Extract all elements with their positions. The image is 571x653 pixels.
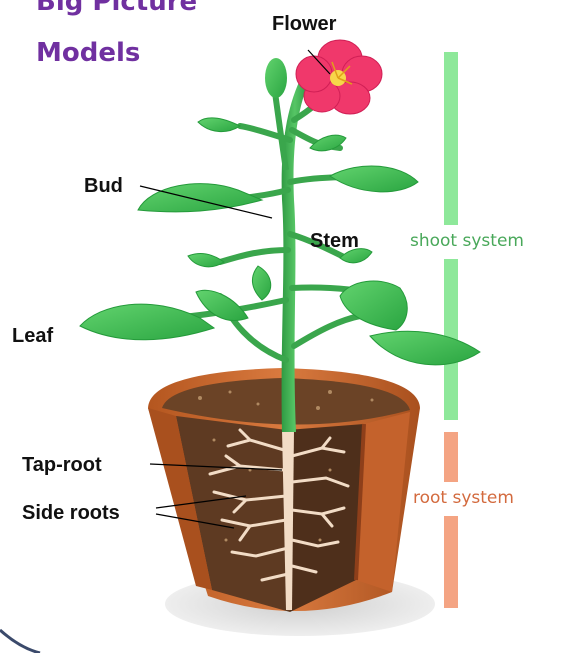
label-root-system: root system — [413, 490, 514, 507]
leaf-right-upper — [330, 166, 418, 192]
label-side-roots: Side roots — [22, 503, 120, 523]
page-title-line-2: Models — [36, 40, 140, 66]
label-leaf: Leaf — [12, 326, 53, 346]
label-tap-root: Tap-root — [22, 455, 102, 475]
page-title-line-1: Big Picture — [36, 0, 197, 15]
label-flower: Flower — [272, 14, 336, 34]
leaf-left-large — [80, 304, 214, 340]
frame-arc — [0, 630, 40, 653]
leaf-right-lower — [370, 331, 480, 365]
leaf-mid-left-small — [188, 254, 224, 267]
label-shoot-system: shoot system — [410, 233, 524, 250]
root-system-bar — [444, 432, 458, 608]
leaf-low-center — [252, 266, 270, 300]
label-stem: Stem — [310, 231, 359, 251]
top-bud — [265, 58, 287, 98]
leaf-upper-left-small — [198, 118, 240, 132]
leaf-right-large — [340, 281, 407, 330]
label-bud: Bud — [84, 176, 123, 196]
leaf-bud-left — [138, 184, 262, 212]
